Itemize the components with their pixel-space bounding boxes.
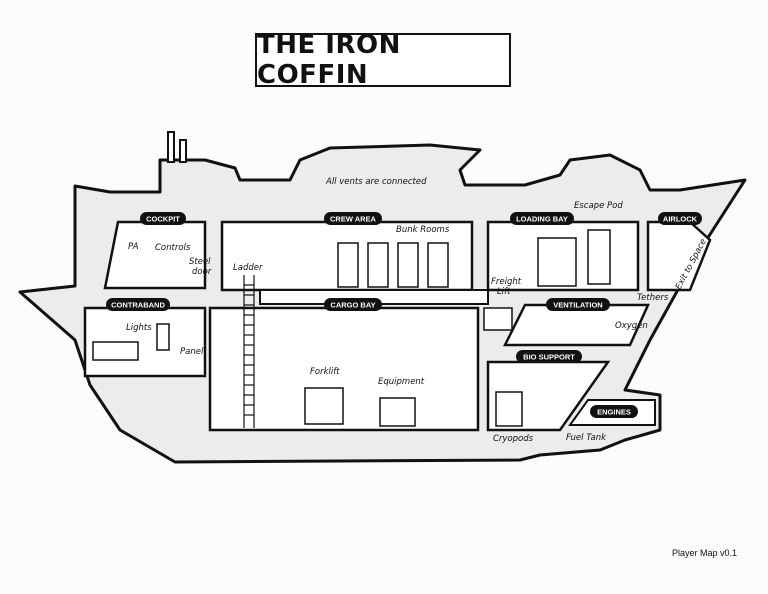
label-ladder: Ladder: [233, 263, 263, 273]
freight-lift[interactable]: [483, 307, 513, 331]
svg-text:VENTILATION: VENTILATION: [553, 301, 602, 310]
equipment-icon: [379, 397, 416, 427]
pill-ventilation: VENTILATION: [546, 298, 610, 311]
svg-text:CREW AREA: CREW AREA: [330, 215, 377, 224]
label-panel: Panel: [180, 347, 204, 357]
map-title: THE IRON COFFIN: [255, 30, 511, 90]
svg-text:ENGINES: ENGINES: [597, 408, 631, 417]
escape-pod-door[interactable]: [587, 229, 611, 285]
room-cockpit[interactable]: [103, 220, 207, 290]
label-controls: Controls: [155, 243, 191, 253]
svg-text:AIRLOCK: AIRLOCK: [663, 215, 698, 224]
pill-contraband: CONTRABAND: [106, 298, 170, 311]
bunk-door[interactable]: [427, 242, 449, 288]
cryopod-locker: [495, 391, 523, 427]
label-freight-lift-1: Freight: [491, 277, 522, 287]
label-freight-lift-2: Lift: [497, 287, 511, 297]
bunk-door[interactable]: [367, 242, 389, 288]
ladder: [243, 275, 255, 428]
svg-text:COCKPIT: COCKPIT: [146, 215, 180, 224]
label-steel-door-2: door: [192, 267, 212, 277]
pill-bio-support: BIO SUPPORT: [516, 350, 582, 363]
room-cargo-bay[interactable]: [208, 306, 480, 432]
bunk-door[interactable]: [337, 242, 359, 288]
note-vents: All vents are connected: [325, 177, 427, 187]
pill-cargo-bay: CARGO BAY: [324, 298, 382, 311]
pill-cockpit: COCKPIT: [140, 212, 186, 225]
label-lights: Lights: [126, 323, 152, 333]
panel-icon: [156, 323, 170, 351]
antenna: [179, 139, 187, 163]
antenna: [167, 131, 175, 163]
label-steel-door-1: Steel: [189, 257, 211, 267]
pill-loading-bay: LOADING BAY: [510, 212, 574, 225]
svg-text:LOADING BAY: LOADING BAY: [516, 215, 568, 224]
label-oxygen: Oxygen: [615, 321, 648, 331]
version-label: Player Map v0.1: [672, 548, 738, 558]
svg-text:CONTRABAND: CONTRABAND: [111, 301, 165, 310]
svg-text:BIO SUPPORT: BIO SUPPORT: [523, 353, 575, 362]
label-tethers: Tethers: [637, 293, 669, 303]
forklift-icon: [304, 387, 344, 425]
bunk-door[interactable]: [397, 242, 419, 288]
label-bunk-rooms: Bunk Rooms: [396, 225, 450, 235]
label-fuel-tank: Fuel Tank: [566, 433, 607, 443]
pill-airlock: AIRLOCK: [658, 212, 702, 225]
pill-crew-area: CREW AREA: [324, 212, 382, 225]
locker: [537, 237, 577, 287]
label-escape-pod: Escape Pod: [574, 201, 623, 211]
label-cryopods: Cryopods: [493, 434, 534, 444]
label-forklift: Forklift: [310, 367, 340, 377]
pill-engines: ENGINES: [590, 405, 638, 418]
label-equipment: Equipment: [378, 377, 425, 387]
crate: [92, 341, 139, 361]
label-pa: PA: [128, 242, 139, 252]
svg-text:CARGO BAY: CARGO BAY: [330, 301, 375, 310]
